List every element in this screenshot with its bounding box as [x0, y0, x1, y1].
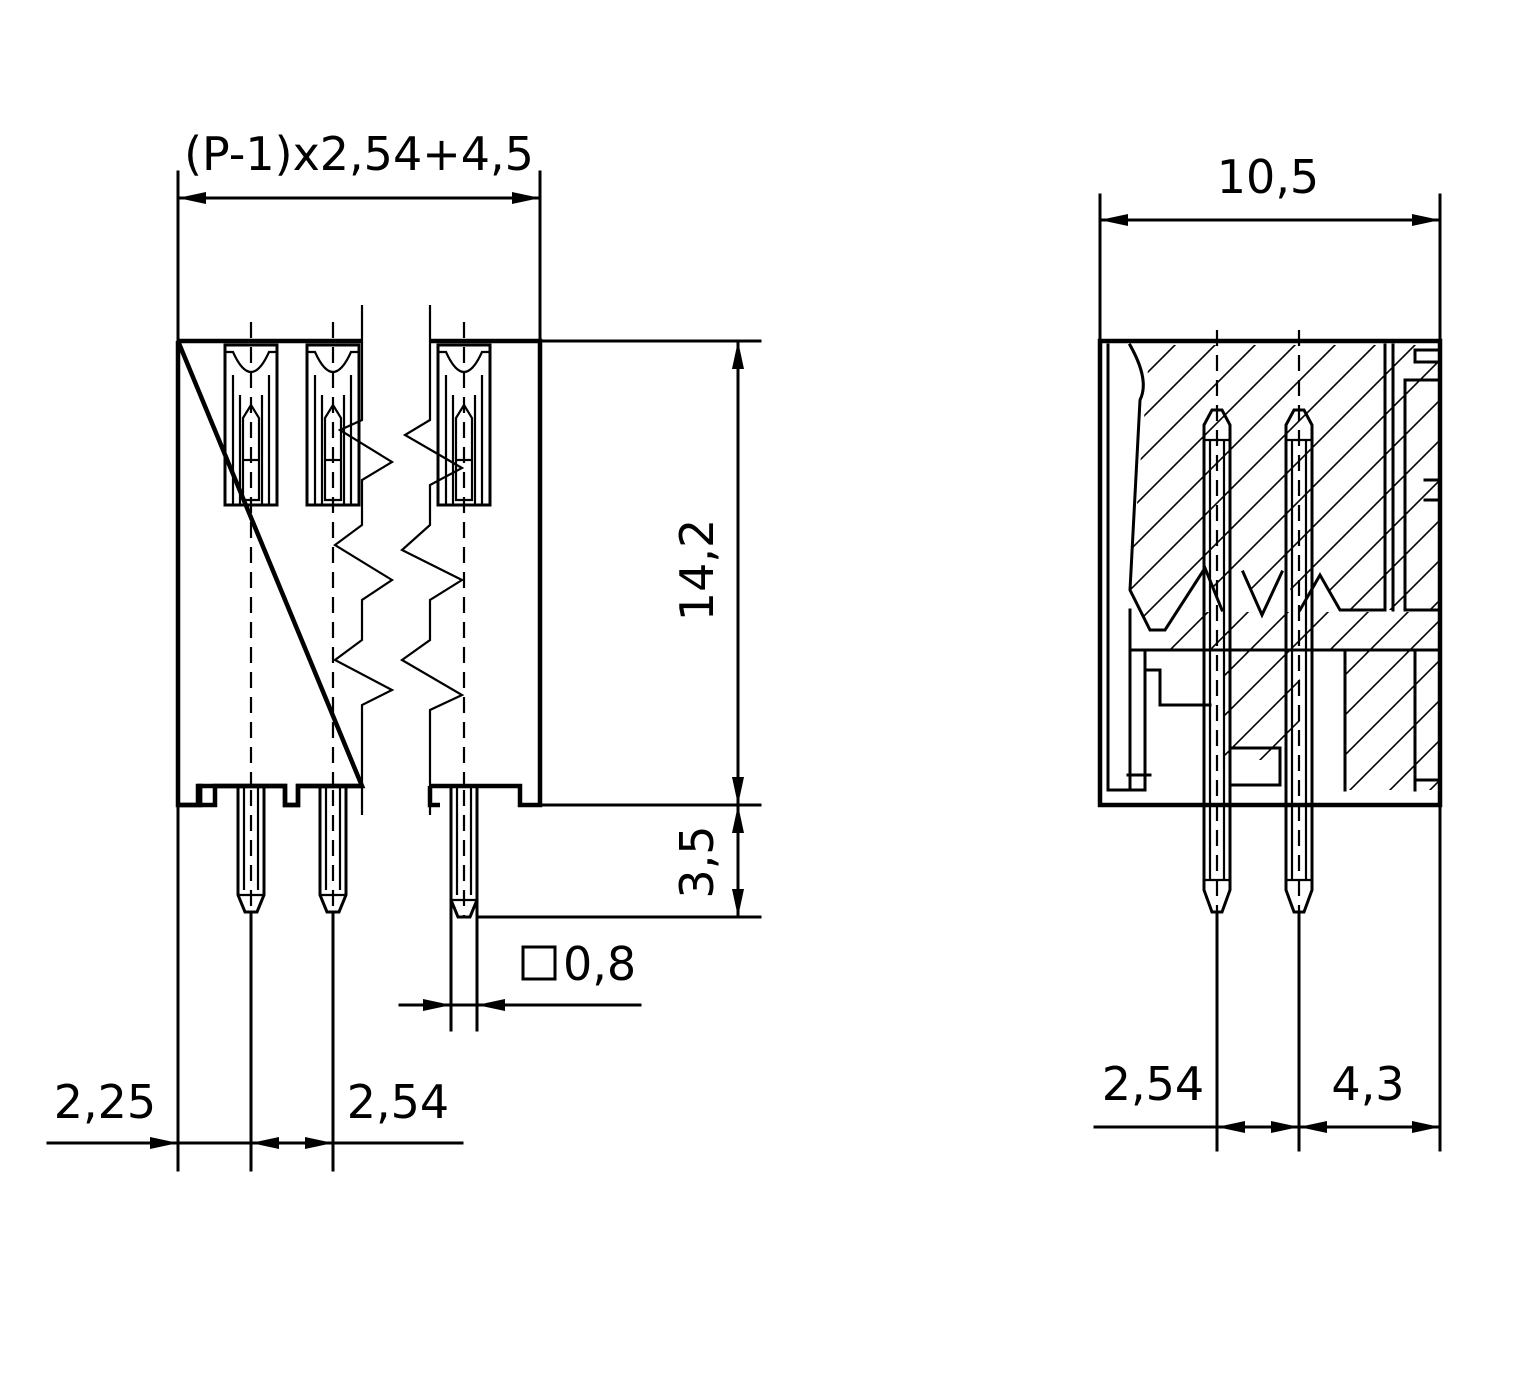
dim-housing-height: 14,2 [538, 339, 762, 807]
dim-side-width-label: 10,5 [1217, 150, 1319, 204]
dim-side-pitch-label: 2,54 [1102, 1057, 1204, 1111]
dim-edge-offset-label: 2,25 [54, 1075, 156, 1129]
dim-pin-square-label: 0,8 [563, 937, 636, 991]
side-hatching-upper [1104, 345, 1440, 630]
front-view: (P-1)x2,54+4,5 14,2 3,5 0,8 [46, 127, 762, 1172]
dim-front-bottom: 2,25 2,54 [46, 803, 464, 1172]
front-pin-3 [449, 784, 479, 919]
dim-pin-length: 3,5 [478, 803, 762, 919]
dim-front-width: (P-1)x2,54+4,5 [176, 127, 542, 343]
front-pin-1 [236, 784, 266, 914]
side-pin-1 [1202, 330, 1232, 1150]
dim-pin-length-label: 3,5 [670, 825, 724, 898]
dim-side-width: 10,5 [1098, 150, 1442, 343]
break-lines [332, 305, 465, 815]
pin-centerlines [249, 322, 466, 790]
dim-pin-square: 0,8 [398, 898, 642, 1032]
side-view: 10,5 2,54 4,3 [1093, 150, 1443, 1152]
dim-side-offset-label: 4,3 [1331, 1057, 1404, 1111]
side-internal-outlines [1106, 342, 1442, 792]
side-hatching-lower [1145, 612, 1440, 790]
front-pin-2 [318, 784, 348, 914]
dim-front-pitch-label: 2,54 [347, 1075, 449, 1129]
front-housing [175, 338, 543, 808]
dim-housing-height-label: 14,2 [670, 519, 724, 621]
dim-side-bottom: 2,54 4,3 [1093, 803, 1442, 1152]
square-symbol-icon [521, 945, 557, 981]
side-housing [1097, 338, 1443, 808]
dim-front-width-label: (P-1)x2,54+4,5 [184, 127, 534, 181]
